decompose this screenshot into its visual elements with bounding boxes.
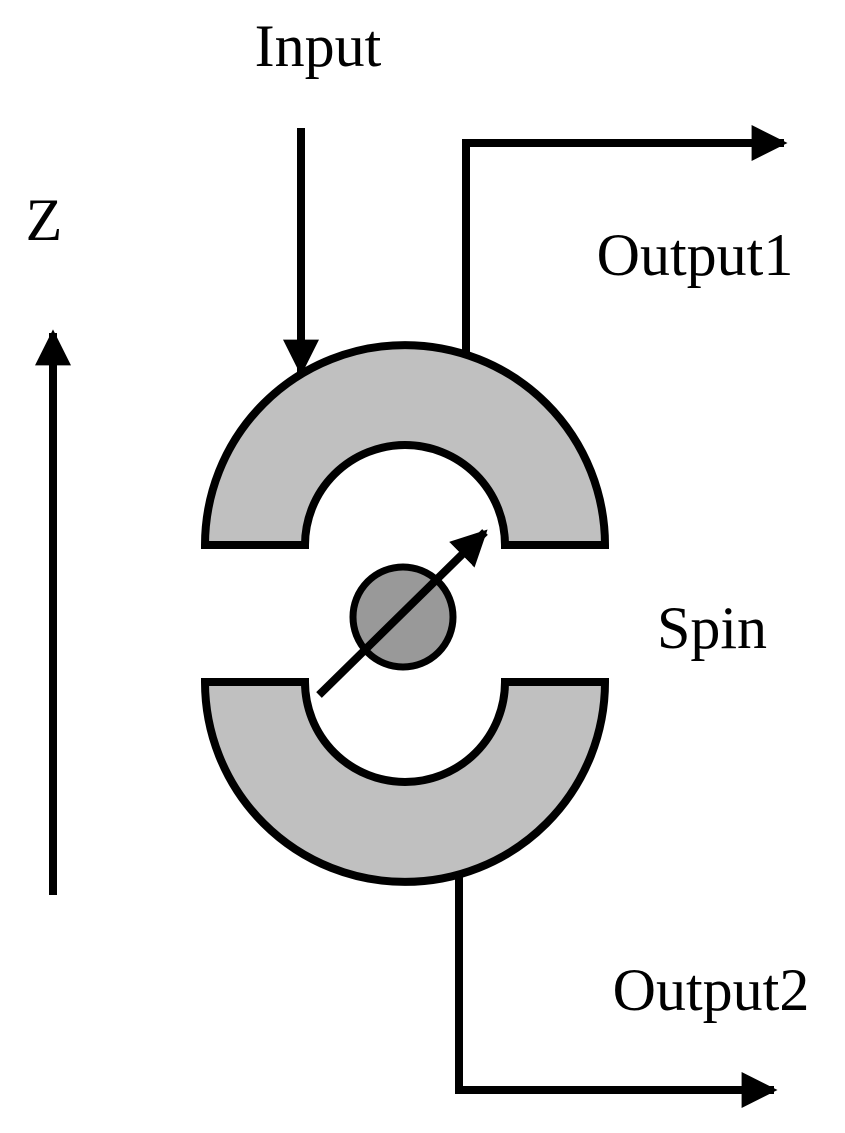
input-label: Input (255, 13, 382, 79)
output1-label: Output1 (597, 222, 794, 288)
output1-line (462, 125, 788, 355)
output2-line (455, 877, 778, 1108)
upper-resonator (200, 341, 610, 549)
spin-label: Spin (657, 595, 767, 661)
spin-arrow (316, 529, 488, 698)
z-axis-label: Z (26, 187, 63, 253)
output2-label: Output2 (613, 957, 810, 1023)
lower-resonator (200, 678, 610, 886)
